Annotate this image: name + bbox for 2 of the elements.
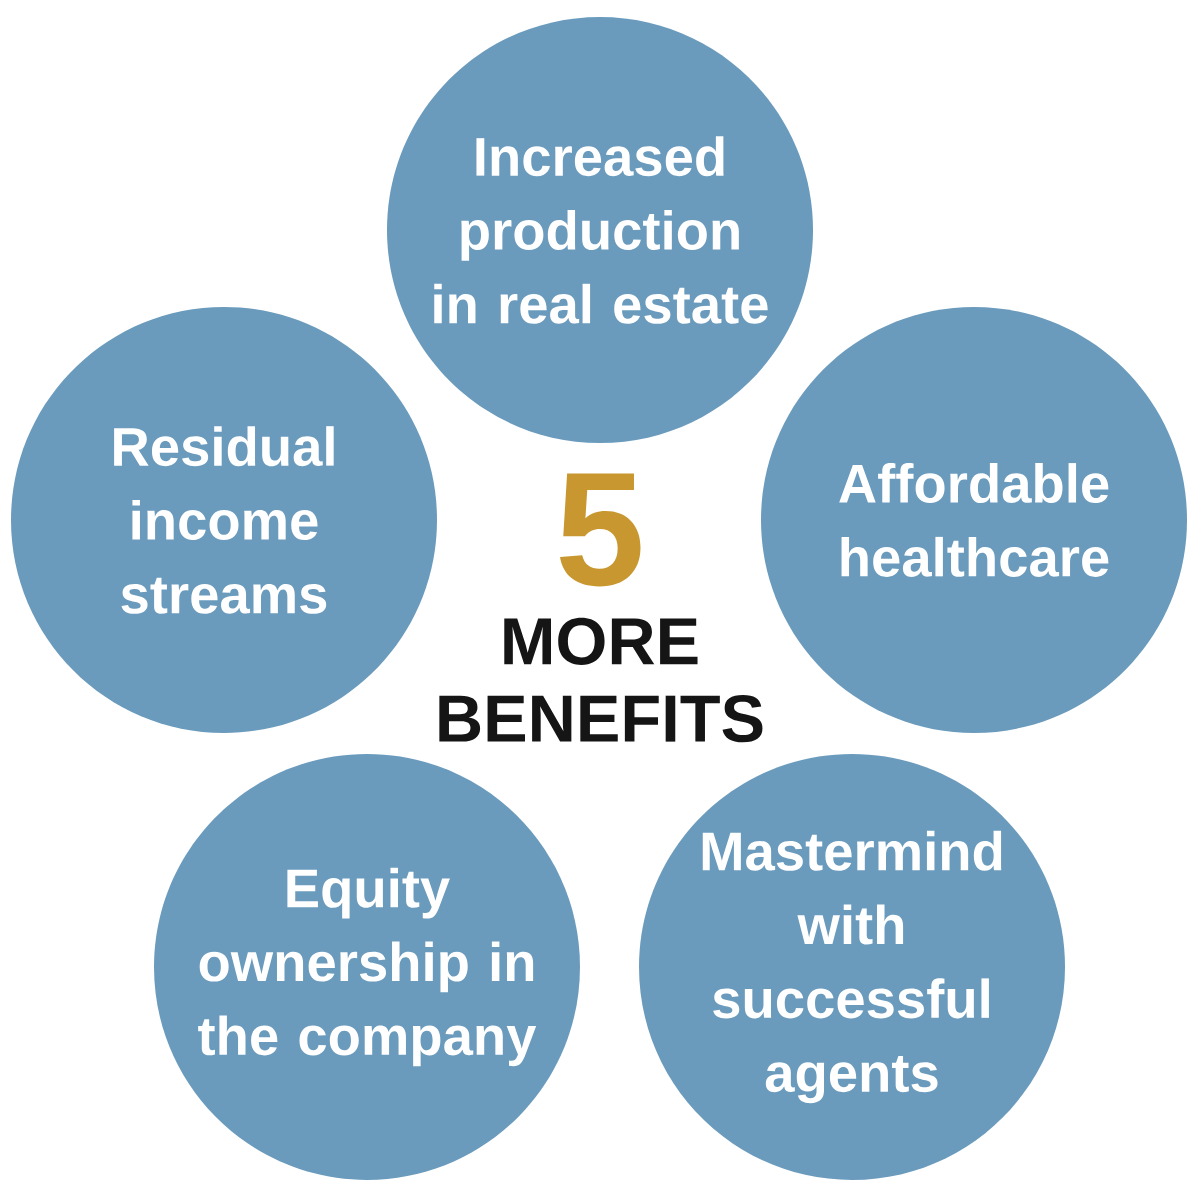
big-number: 5 bbox=[560, 473, 641, 587]
center-heading: MORE BENEFITS bbox=[439, 617, 763, 743]
